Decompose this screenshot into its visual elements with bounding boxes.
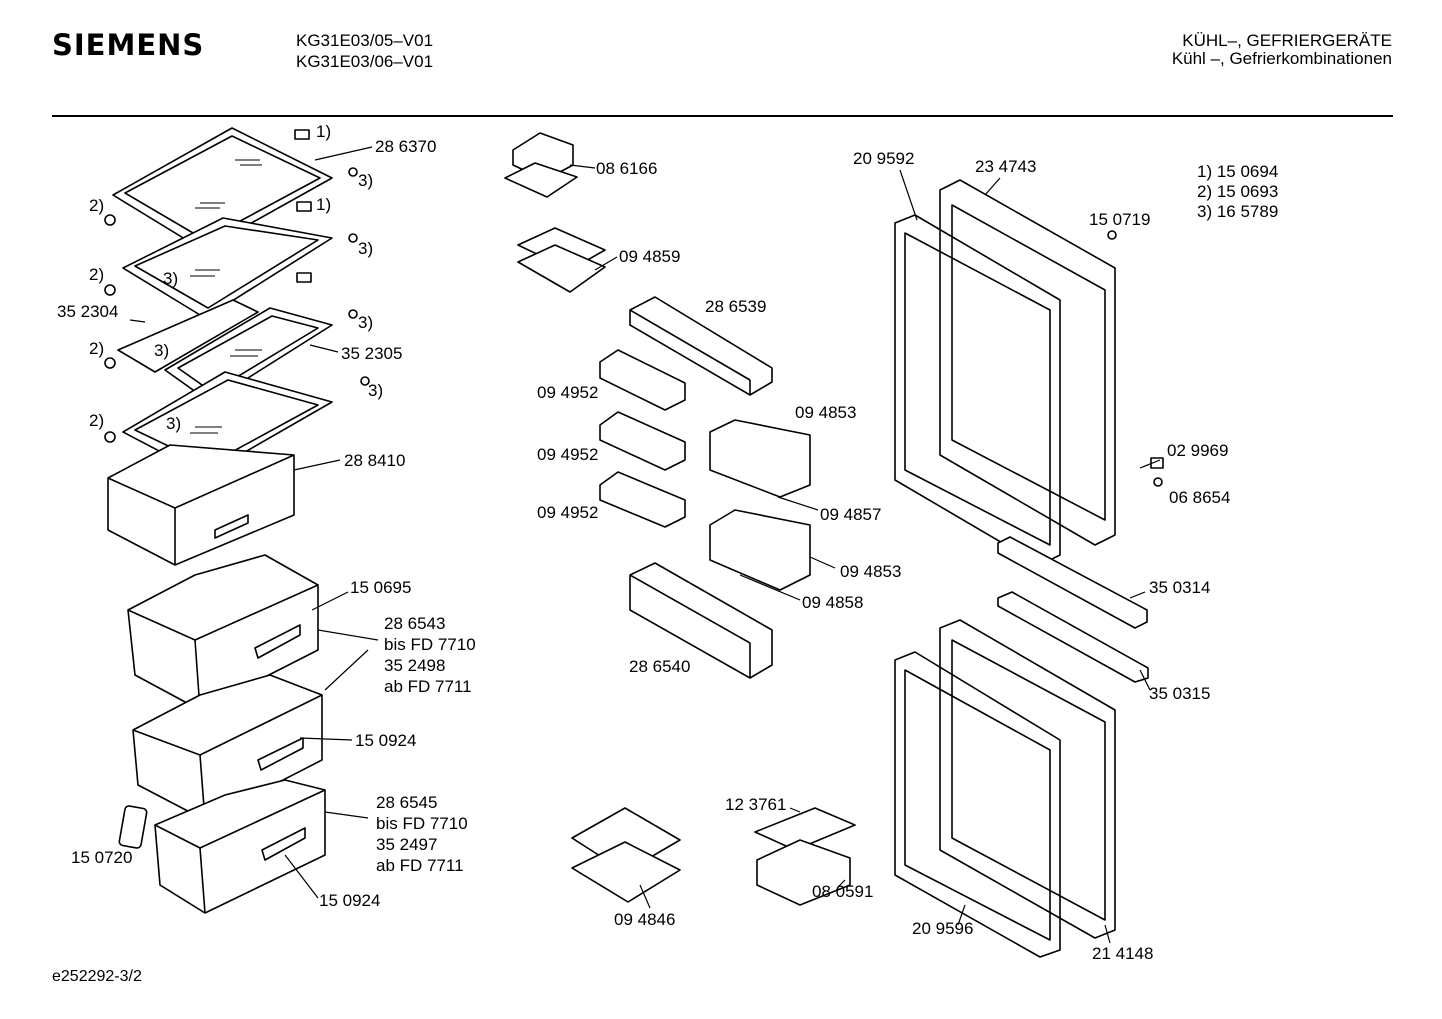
part-label: 02 9969 (1167, 441, 1229, 460)
part-label: 20 9592 (853, 149, 915, 168)
footnote-marker: 3) (358, 171, 374, 190)
part-label: 09 4846 (614, 910, 676, 929)
part-label: 09 4859 (619, 247, 681, 266)
category-lower: Kühl –, Gefrierkombinationen (1171, 49, 1392, 68)
brand-logo: SIEMENS (52, 28, 205, 62)
footnote-3: 3) 16 5789 (1197, 202, 1279, 221)
part-label: 28 6370 (375, 137, 437, 156)
part-label: 35 0315 (1149, 684, 1211, 703)
crisper-drawer-lower (154, 779, 326, 914)
footnote-marker: 2) (89, 411, 105, 430)
part-label: 28 8410 (344, 451, 406, 470)
part-label-variant-line: 35 2497 (376, 835, 438, 854)
part-label-variant-line: ab FD 7711 (384, 677, 472, 696)
cold-packs-094846 (571, 807, 681, 903)
part-label: 35 0314 (1149, 578, 1211, 597)
shelf-clips (104, 129, 370, 443)
door-shelf-286539 (629, 296, 773, 396)
footnote-1: 1) 15 0694 (1197, 162, 1279, 181)
header-divider (52, 115, 1393, 117)
door-shelves-094853 (709, 419, 811, 591)
egg-tray-094859 (517, 227, 606, 293)
part-label-variant-line: bis FD 7710 (384, 635, 476, 654)
part-label: 09 4952 (537, 445, 599, 464)
category-upper: KÜHL–, GEFRIERGERÄTE (1182, 31, 1392, 50)
part-label: 28 6540 (629, 657, 691, 676)
footnote-2: 2) 15 0693 (1197, 182, 1279, 201)
part-label: 35 2305 (341, 344, 403, 363)
footnote-marker: 3) (166, 414, 182, 433)
footnote-marker: 3) (358, 313, 374, 332)
drawing-id: e252292-3/2 (52, 968, 142, 985)
part-label: 09 4853 (795, 403, 857, 422)
footnote-marker: 1) (316, 195, 332, 214)
part-label: 06 8654 (1169, 488, 1231, 507)
part-label: 23 4743 (975, 157, 1037, 176)
footnote-marker: 2) (89, 265, 105, 284)
part-label: 08 0591 (812, 882, 874, 901)
part-label: 08 6166 (596, 159, 658, 178)
part-label: 15 0924 (355, 731, 417, 750)
footnote-marker: 2) (89, 196, 105, 215)
glass-shelf-2 (122, 217, 333, 319)
part-label: 09 4952 (537, 503, 599, 522)
part-label: 15 0719 (1089, 210, 1151, 229)
footnote-marker: 3) (368, 381, 384, 400)
footnote-marker: 3) (358, 239, 374, 258)
part-label: 09 4952 (537, 383, 599, 402)
part-label-variant-line: 35 2498 (384, 656, 446, 675)
freezer-door-214148 (939, 619, 1116, 939)
part-label: 35 2304 (57, 302, 119, 321)
part-label: 15 0924 (319, 891, 381, 910)
part-label: 09 4853 (840, 562, 902, 581)
door-shelf-286540 (629, 562, 773, 679)
part-label: 20 9596 (912, 919, 974, 938)
part-label-variant-line: ab FD 7711 (376, 856, 464, 875)
part-label: 15 0695 (350, 578, 412, 597)
small-parts-right (1107, 230, 1164, 487)
glass-shelf-top (112, 127, 333, 251)
part-label-variant-line: 28 6545 (376, 793, 438, 812)
model-line-2: KG31E03/06–V01 (296, 52, 434, 71)
hinge-covers-350314-350315 (997, 536, 1149, 683)
footnote-marker: 3) (154, 341, 170, 360)
small-door-shelves-094952 (599, 349, 686, 528)
butter-dish-086166 (504, 132, 578, 198)
part-label-variant-line: bis FD 7710 (376, 814, 468, 833)
footnote-marker: 3) (163, 269, 179, 288)
footnote-marker: 1) (316, 122, 332, 141)
drawer-seal-150720 (118, 805, 148, 849)
freezer-door-gasket-209596 (894, 651, 1061, 958)
part-label: 15 0720 (71, 848, 133, 867)
part-label: 12 3761 (725, 795, 787, 814)
crisper-drawer-upper (127, 554, 319, 711)
ice-tray-123761 (754, 807, 856, 906)
part-label: 09 4857 (820, 505, 882, 524)
model-line-1: KG31E03/05–V01 (296, 31, 434, 50)
part-label-variant-line: 28 6543 (384, 614, 446, 633)
fridge-door-234743 (939, 179, 1116, 546)
part-label: 21 4148 (1092, 944, 1154, 963)
part-label: 09 4858 (802, 593, 864, 612)
part-label: 28 6539 (705, 297, 767, 316)
drawer-288410 (107, 444, 295, 566)
leader-lines (129, 146, 1161, 944)
footnote-marker: 2) (89, 339, 105, 358)
